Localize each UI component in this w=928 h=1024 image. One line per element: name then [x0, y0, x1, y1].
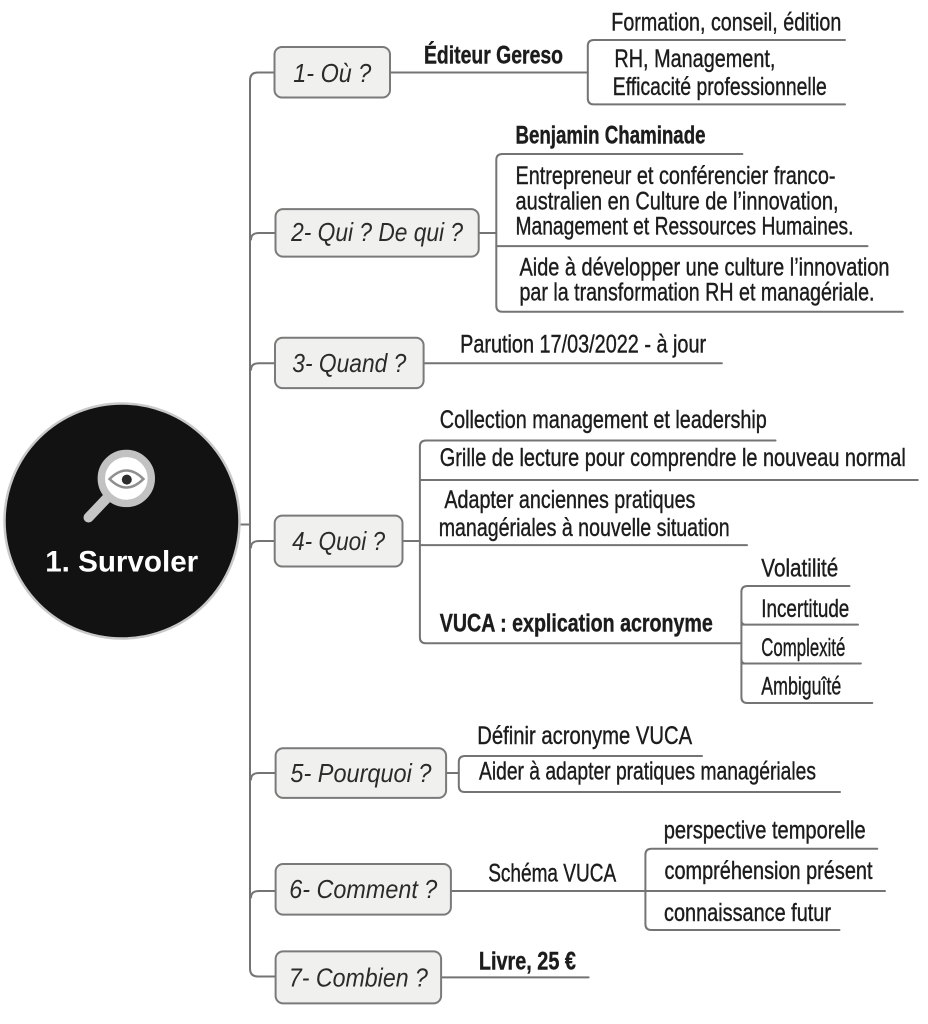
svg-text:Aider à adapter pratiques mana: Aider à adapter pratiques managériales — [479, 758, 816, 786]
svg-text:perspective temporelle: perspective temporelle — [664, 817, 866, 845]
svg-text:Management et Ressources Humai: Management et Ressources Humaines. — [516, 213, 854, 241]
svg-text:Éditeur Gereso: Éditeur Gereso — [424, 41, 563, 70]
svg-text:Volatilité: Volatilité — [761, 554, 838, 582]
svg-text:australien en Culture de l’inn: australien en Culture de l’innovation, — [516, 187, 839, 215]
svg-text:par la transformation RH et ma: par la transformation RH et managériale. — [520, 279, 875, 307]
svg-text:Adapter anciennes pratiques: Adapter anciennes pratiques — [444, 486, 695, 514]
svg-text:Formation, conseil, édition: Formation, conseil, édition — [611, 8, 841, 36]
svg-text:VUCA : explication acronyme: VUCA : explication acronyme — [440, 610, 713, 638]
svg-text:Livre, 25 €: Livre, 25 € — [479, 948, 576, 976]
svg-text:Incertitude: Incertitude — [761, 595, 849, 623]
svg-text:1- Où ?: 1- Où ? — [293, 58, 371, 88]
svg-text:Ambiguîté: Ambiguîté — [761, 673, 841, 701]
svg-text:Parution 17/03/2022 - à jour: Parution 17/03/2022 - à jour — [460, 330, 706, 358]
svg-text:7- Combien ?: 7- Combien ? — [289, 963, 428, 993]
svg-text:Benjamin Chaminade: Benjamin Chaminade — [516, 122, 706, 150]
svg-text:Collection management et leade: Collection management et leadership — [440, 406, 767, 434]
svg-text:RH, Management,: RH, Management, — [614, 45, 775, 73]
svg-text:5- Pourquoi ?: 5- Pourquoi ? — [290, 758, 431, 788]
svg-text:compréhension présent: compréhension présent — [665, 857, 873, 885]
svg-text:Définir acronyme VUCA: Définir acronyme VUCA — [477, 722, 692, 750]
svg-text:4- Quoi ?: 4- Quoi ? — [292, 526, 385, 556]
svg-text:1. Survoler: 1. Survoler — [45, 546, 198, 579]
svg-text:2- Qui ? De qui ?: 2- Qui ? De qui ? — [290, 217, 463, 247]
svg-text:Entrepreneur et conférencier: Entrepreneur et conférencier franco- — [516, 162, 836, 190]
svg-text:Aide à développer une culture: Aide à développer une culture l’innovati… — [520, 253, 890, 281]
svg-text:3- Quand ?: 3- Quand ? — [292, 348, 406, 378]
svg-text:Grille de lecture pour compren: Grille de lecture pour comprendre le nou… — [440, 444, 906, 472]
svg-text:connaissance futur: connaissance futur — [664, 899, 831, 927]
svg-text:6- Comment ?: 6- Comment ? — [289, 874, 437, 904]
svg-text:Complexité: Complexité — [761, 634, 845, 662]
svg-text:Efficacité professionnelle: Efficacité professionnelle — [613, 73, 827, 101]
svg-text:managériales à nouvelle situat: managériales à nouvelle situation — [439, 514, 730, 542]
svg-text:Schéma VUCA: Schéma VUCA — [488, 860, 616, 888]
